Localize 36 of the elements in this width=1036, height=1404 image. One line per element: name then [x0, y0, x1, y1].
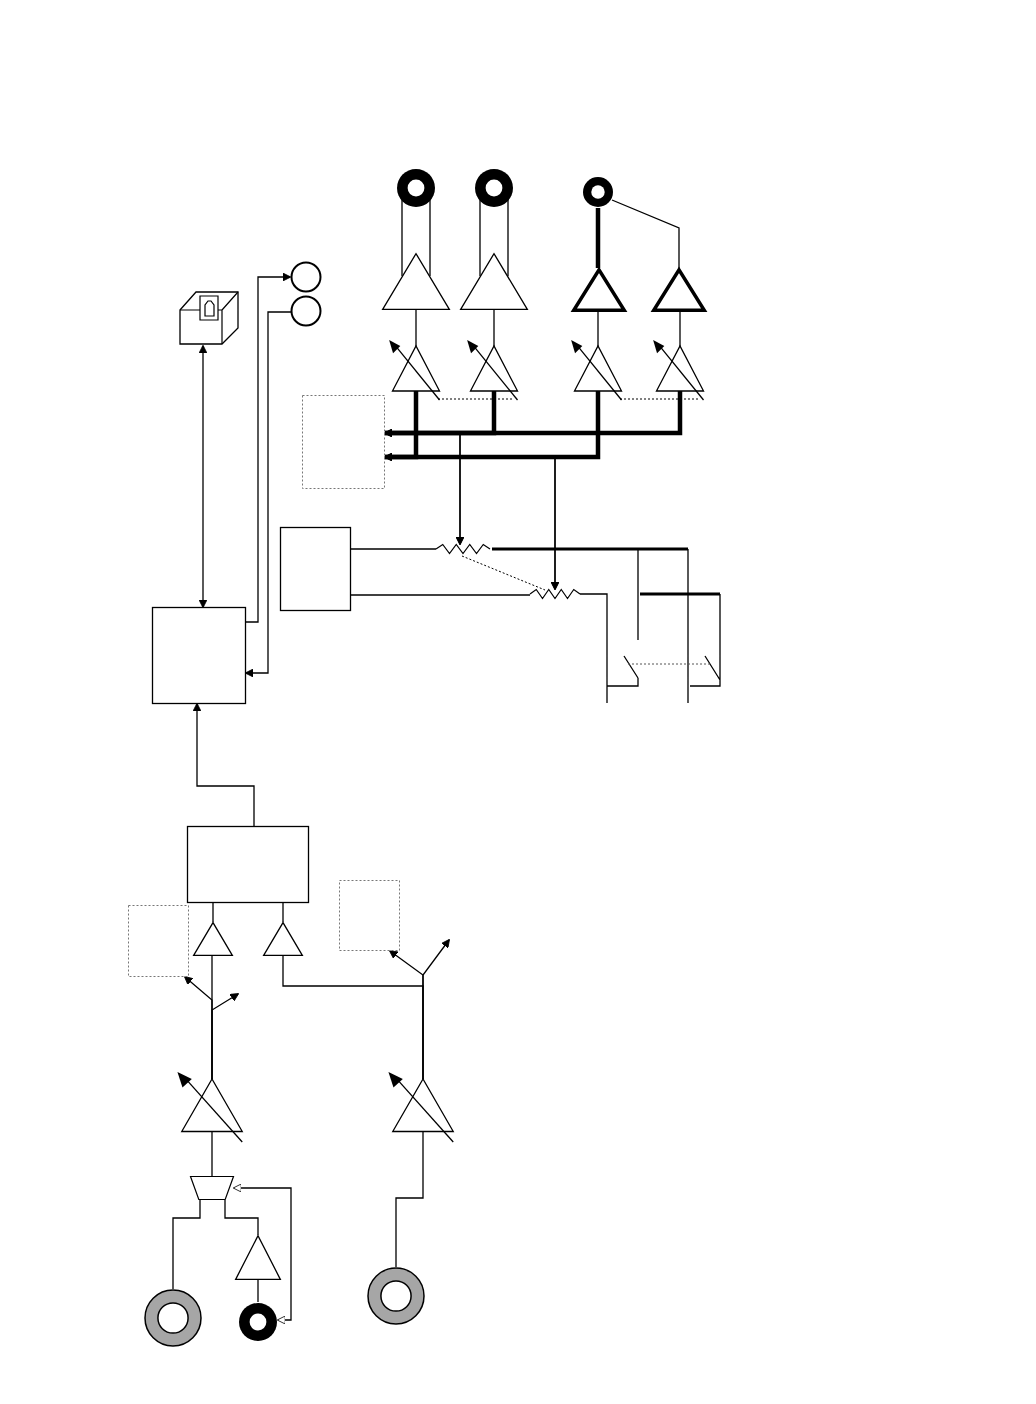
- dotted-box: [128, 905, 189, 977]
- dotted-link-line: [619, 398, 699, 400]
- amplifier-symbol: [460, 253, 528, 310]
- jack-socket: [582, 176, 614, 208]
- jack-socket: [367, 1267, 425, 1325]
- connector-arrow: [192, 702, 255, 827]
- connector-arrow: [550, 390, 599, 591]
- amplifier-symbol: [193, 922, 233, 956]
- dotted-box: [302, 395, 385, 489]
- amplifier-symbol: [263, 922, 303, 956]
- indicator-circle: [290, 295, 322, 327]
- connector-arrow: [245, 272, 292, 623]
- usb-socket-drawing: [178, 288, 240, 346]
- connector-arrow: [383, 391, 601, 462]
- amplifier-symbol: [652, 268, 706, 312]
- amplifier-symbol: [572, 268, 626, 312]
- indicator-circle: [290, 261, 322, 293]
- amplifier-symbol: [382, 253, 450, 310]
- dotted-link-line: [461, 555, 546, 591]
- jack-socket: [396, 168, 436, 208]
- block-box: [280, 527, 351, 611]
- block-box: [152, 607, 246, 704]
- jack-socket: [474, 168, 514, 208]
- jack-socket: [144, 1289, 202, 1347]
- block-box: [187, 826, 309, 903]
- variable-amplifier-symbol: [466, 340, 522, 400]
- dotted-link-line: [437, 398, 513, 400]
- connector-arrow: [422, 938, 450, 1080]
- jack-socket: [238, 1302, 278, 1342]
- dotted-box: [339, 880, 400, 951]
- connector-arrow: [383, 391, 683, 438]
- connector-arrow: [211, 993, 240, 1080]
- connector-arrow: [232, 1183, 292, 1325]
- connector-arrow: [198, 344, 208, 609]
- multiplexer-symbol: [190, 1176, 234, 1200]
- amplifier-symbol: [235, 1235, 281, 1280]
